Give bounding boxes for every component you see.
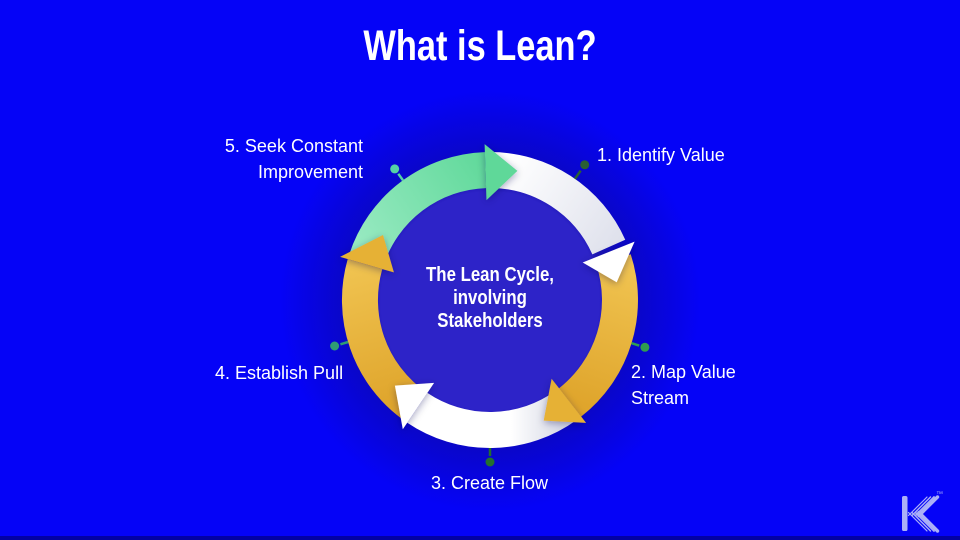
step-label-4: 4. Establish Pull [215,363,344,383]
connector-dot-1 [580,160,590,170]
step-label-2: 2. Map Value Stream [631,362,736,408]
step-label-3: 3. Create Flow [431,473,549,493]
arc-segment-yellow-1 [558,254,638,417]
connector-dot-3 [485,457,495,467]
arrowhead-white-2 [394,382,435,430]
k-logo [902,495,940,533]
logo-trademark: ™ [936,491,943,498]
connector-line-1 [573,169,582,180]
cycle-center-caption: The Lean Cycle, involving Stakeholders [426,264,554,332]
connector-dot-4 [330,341,340,351]
arrowhead-yellow-2 [340,235,394,273]
step-label-1: 1. Identify Value [597,145,725,165]
bottom-edge-band [0,536,960,540]
slide-title: What is Lean? [363,22,597,70]
arrowhead-green [484,144,518,201]
k-logo-glyph [902,495,940,533]
connector-line-4 [340,340,349,346]
connector-line-5 [397,173,405,182]
arrowhead-white-1 [582,241,635,283]
connector-line-2 [631,342,640,347]
step-label-5: 5. Seek Constant Improvement [224,136,363,182]
connector-dot-5 [390,164,400,174]
connector-dot-2 [640,342,650,352]
arrowhead-yellow-1 [543,378,587,423]
